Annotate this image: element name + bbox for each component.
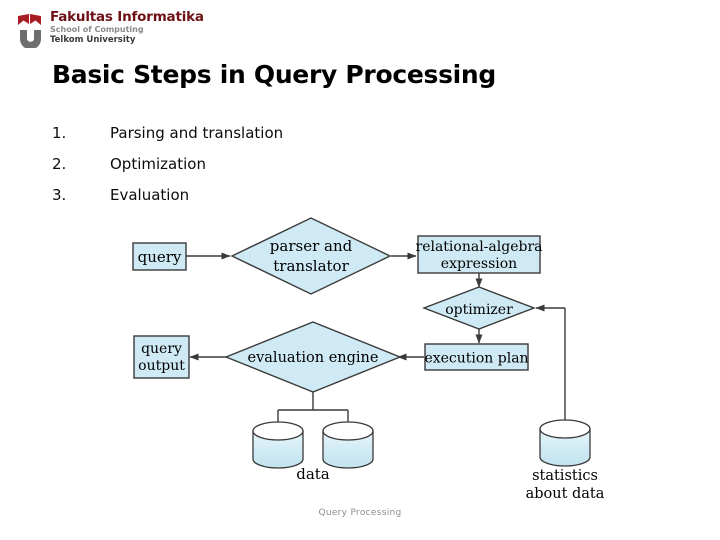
logo-line-faculty: Fakultas Informatika [50, 9, 204, 25]
telkom-logo-icon [18, 14, 41, 48]
node-evaluation-engine: evaluation engine [224, 321, 402, 393]
node-query-output-label-line1: query [141, 341, 182, 357]
node-statistics-cylinder [539, 419, 591, 467]
query-processing-flowchart: query parser and translator relational-a… [0, 205, 720, 505]
list-item: 1. Parsing and translation [52, 122, 283, 153]
node-parser-label-line1: parser and [270, 237, 353, 255]
node-query-output-label-line2: output [138, 358, 185, 374]
node-data-cylinder-2 [322, 421, 374, 469]
list-item-number: 2. [52, 155, 67, 173]
node-statistics-label-line2: about data [526, 486, 605, 502]
node-relalg-label-line2: expression [441, 256, 517, 272]
node-optimizer-label: optimizer [445, 302, 513, 318]
page-title: Basic Steps in Query Processing [52, 60, 497, 89]
list-item: 2. Optimization [52, 153, 283, 184]
node-query: query [132, 242, 187, 271]
node-query-label: query [138, 248, 182, 266]
list-item-label: Evaluation [110, 186, 190, 204]
logo-line-school: School of Computing [50, 25, 144, 34]
node-relational-algebra-expression: relational-algebra expression [416, 235, 543, 274]
list-item-number: 1. [52, 124, 67, 142]
node-statistics-label-line1: statistics [532, 468, 598, 484]
node-evaluation-engine-label: evaluation engine [248, 350, 379, 366]
steps-list: 1. Parsing and translation 2. Optimizati… [52, 122, 283, 215]
node-optimizer: optimizer [422, 286, 536, 330]
node-parser-translator: parser and translator [230, 217, 392, 295]
list-item: 3. Evaluation [52, 184, 283, 215]
list-item-label: Parsing and translation [110, 124, 284, 142]
list-item-label: Optimization [110, 155, 206, 173]
slide-footer: Query Processing [318, 508, 402, 518]
node-execution-plan: execution plan [424, 343, 529, 371]
node-parser-label-line2: translator [273, 257, 349, 275]
node-data-label: data [296, 465, 330, 483]
node-data-cylinder-1 [252, 421, 304, 469]
logo-line-university: Telkom University [50, 35, 136, 45]
list-item-number: 3. [52, 186, 67, 204]
node-query-output: query output [133, 335, 190, 379]
node-relalg-label-line1: relational-algebra [416, 239, 543, 255]
node-execution-plan-label: execution plan [424, 351, 528, 367]
